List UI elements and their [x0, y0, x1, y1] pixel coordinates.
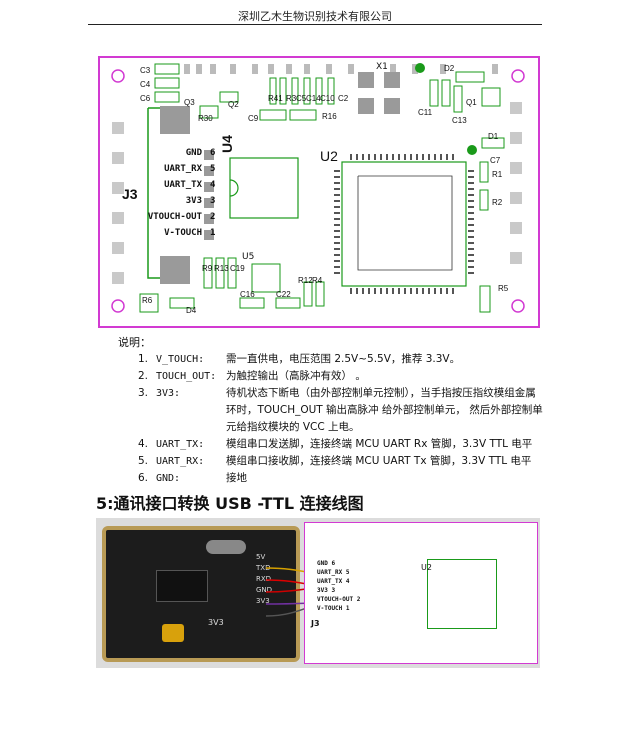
notes-title: 说明：	[118, 336, 151, 349]
mount-hole	[111, 299, 125, 313]
mini-u2-label: U2	[421, 563, 432, 572]
ref-label: C14	[306, 94, 321, 103]
q3-block	[160, 106, 190, 134]
ref-label: C19	[230, 264, 245, 273]
mini-u2	[427, 559, 497, 629]
note-item: 2.TOUCH_OUT:为触控输出（高脉冲有效） 。	[138, 370, 366, 382]
usb-chip	[156, 570, 208, 602]
mini-pin-list: GND 6 UART_RX 5 UART_TX 4 3V3 3 VTOUCH-O…	[317, 560, 361, 612]
ref-label: R41	[268, 94, 283, 103]
mount-hole	[111, 69, 125, 83]
ref-label: C3	[140, 66, 151, 75]
ref-label: R9	[202, 264, 213, 273]
ref-label: Q2	[228, 100, 239, 109]
ref-label: R12	[298, 276, 313, 285]
mount-hole	[511, 69, 525, 83]
ref-label: Q3	[184, 98, 195, 107]
jumper-cap	[162, 624, 184, 642]
pcb-svg	[111, 63, 525, 313]
ref-label: R30	[198, 114, 213, 123]
header-divider	[88, 24, 542, 25]
note-item: 1.V_TOUCH:需一直供电，电压范围 2.5V~5.5V，推荐 3.3V。	[138, 353, 461, 365]
ref-label: R4	[312, 276, 323, 285]
crystal	[206, 540, 246, 554]
note-item: 5.UART_RX:模组串口接收脚，连接终端 MCU UART Tx 管脚，3.…	[138, 455, 532, 467]
x1-label: X1	[376, 62, 388, 72]
mini-j3-label: J3	[311, 619, 320, 628]
ref-label: R5	[498, 284, 509, 293]
notes-section: 说明： 1.V_TOUCH:需一直供电，电压范围 2.5V~5.5V，推荐 3.…	[118, 334, 543, 487]
x1-crystal	[358, 72, 400, 114]
ref-label: Q1	[466, 98, 477, 107]
ref-label: C13	[452, 116, 467, 125]
ref-label: C10	[320, 94, 335, 103]
ref-label: R1	[492, 170, 503, 179]
note-item: 3.3V3:待机状态下断电（由外部控制单元控制），当手指按压指纹模组金属环时，T…	[138, 387, 543, 433]
ref-label: C11	[418, 108, 433, 117]
page-header: 深圳乙木生物识别技术有限公司	[238, 10, 392, 23]
ref-label: D2	[444, 64, 455, 73]
q-block-bottom	[160, 256, 190, 284]
ref-label: C4	[140, 80, 151, 89]
u4-chip	[229, 157, 299, 219]
ref-label: R2	[492, 198, 503, 207]
mount-hole	[511, 299, 525, 313]
ref-label: C2	[338, 94, 349, 103]
u5-label: U5	[242, 252, 255, 262]
ref-label: C5	[296, 94, 307, 103]
j3-label: J3	[122, 186, 138, 202]
board-label: 3V3	[208, 618, 224, 627]
ref-label: R13	[214, 264, 229, 273]
ref-label: D1	[488, 132, 499, 141]
ref-label: C7	[490, 156, 501, 165]
ref-label: D4	[186, 306, 197, 315]
ref-label: R3	[286, 94, 297, 103]
j3-pads	[204, 150, 214, 240]
ref-label: C6	[140, 94, 151, 103]
u2-label: U2	[320, 148, 338, 164]
ref-label: R6	[142, 296, 153, 305]
ref-label: C16	[240, 290, 255, 299]
ref-label: C9	[248, 114, 259, 123]
ref-label: C22	[276, 290, 291, 299]
ref-label: R16	[322, 112, 337, 121]
u2-chip	[334, 154, 474, 294]
note-item: 6.GND:接地	[138, 472, 247, 484]
mini-pcb-diagram: GND 6 UART_RX 5 UART_TX 4 3V3 3 VTOUCH-O…	[304, 522, 538, 664]
section-title: 5:通讯接口转换 USB -TTL 连接线图	[96, 494, 364, 513]
u4-label: U4	[218, 135, 235, 153]
note-item: 4.UART_TX:模组串口发送脚，连接终端 MCU UART Rx 管脚，3.…	[138, 438, 533, 450]
u5-chip	[251, 263, 281, 293]
